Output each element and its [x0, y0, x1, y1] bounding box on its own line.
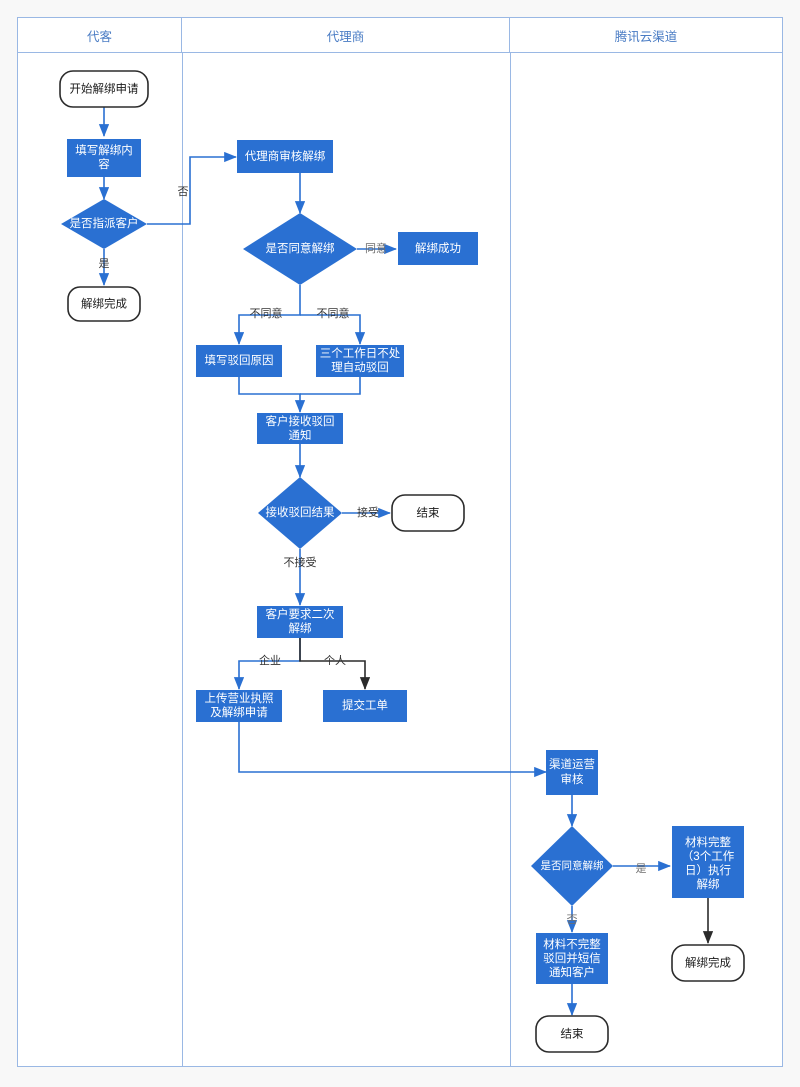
node-end-right[interactable]: 结束: [535, 1015, 609, 1053]
node-incomplete-reject[interactable]: 材料不完整 驳回并短信 通知客户: [536, 933, 608, 984]
node-fill-reject-reason[interactable]: 填写驳回原因: [196, 345, 282, 377]
edge-label-enterprise: 企业: [259, 653, 281, 667]
lane-header-daike: 代客: [18, 18, 182, 52]
edge-label-accept: 接受: [357, 506, 379, 519]
lane-divider-2: [510, 53, 511, 1066]
lane-header-row: 代客 代理商 腾讯云渠道: [18, 18, 782, 53]
lane-header-dailishang-label: 代理商: [326, 29, 365, 44]
auto-reject-shape: [316, 345, 404, 377]
upload-license-shape: [196, 690, 282, 722]
lane-divider-1: [182, 53, 183, 1066]
edge-upload-to-channel: [238, 722, 547, 778]
node-reject-result[interactable]: 接收驳回结果: [258, 477, 342, 549]
node-unbind-success[interactable]: 解绑成功: [398, 232, 478, 265]
edge-label-disagree-1: 不同意: [250, 306, 283, 320]
incomplete-reject-shape: [536, 933, 608, 984]
edge-label-not-accept: 不接受: [284, 556, 317, 569]
edge-second-to-ticket: [299, 638, 371, 690]
assign-customer-shape: [61, 199, 147, 249]
node-unbind-done-right[interactable]: 解绑完成: [671, 944, 745, 982]
node-unbind-done-left[interactable]: 解绑完成: [67, 286, 141, 322]
channel-review-shape: [546, 750, 598, 795]
agree-unbind-channel-shape: [531, 826, 613, 906]
node-channel-review[interactable]: 渠道运营 审核: [546, 750, 598, 795]
fill-reject-reason-shape: [196, 345, 282, 377]
edge-agree-no-to-autoreject: [300, 314, 366, 345]
agent-review-shape: [237, 140, 333, 173]
edge-label-assign-yes: 是: [99, 257, 110, 270]
node-fill-content[interactable]: 填写解绑内 容: [67, 139, 141, 177]
node-agree-unbind-channel[interactable]: 是否同意解绑: [531, 826, 613, 906]
edge-label-channel-no: 否: [567, 914, 578, 926]
node-assign-customer[interactable]: 是否指派客户: [61, 199, 147, 249]
start-shape: [59, 70, 149, 108]
second-request-shape: [257, 606, 343, 638]
unbind-done-right-shape: [671, 944, 745, 982]
node-start[interactable]: 开始解绑申请: [59, 70, 149, 108]
node-customer-notice[interactable]: 客户接收驳回 通知: [257, 413, 343, 444]
edge-label-channel-yes: 是: [636, 862, 647, 875]
lane-header-tencent-label: 腾讯云渠道: [614, 29, 678, 44]
edge-label-assign-no: 否: [178, 186, 189, 198]
lane-header-tencent: 腾讯云渠道: [510, 18, 782, 52]
fill-content-shape: [67, 139, 141, 177]
node-agent-review[interactable]: 代理商审核解绑: [237, 140, 333, 173]
node-submit-ticket[interactable]: 提交工单: [323, 690, 407, 722]
unbind-done-left-shape: [67, 286, 141, 322]
end-middle-shape: [391, 494, 465, 532]
node-end-middle[interactable]: 结束: [391, 494, 465, 532]
node-agree-unbind[interactable]: 是否同意解绑: [243, 213, 357, 285]
complete-execute-shape: [672, 826, 744, 898]
node-second-request[interactable]: 客户要求二次 解绑: [257, 606, 343, 638]
end-right-shape: [535, 1015, 609, 1053]
edge-label-disagree-2: 不同意: [317, 306, 350, 320]
edge-label-personal: 个人: [324, 654, 346, 667]
swimlane-frame: 代客 代理商 腾讯云渠道: [17, 17, 783, 1067]
edge-label-agree-yes: 同意: [365, 241, 387, 255]
edge-assign-no-to-agent: [147, 151, 237, 225]
node-upload-license[interactable]: 上传营业执照 及解绑申请: [196, 690, 282, 722]
customer-notice-shape: [257, 413, 343, 444]
unbind-success-shape: [398, 232, 478, 265]
node-complete-execute[interactable]: 材料完整 （3个工作 日）执行 解绑: [672, 826, 744, 898]
agree-unbind-shape: [243, 213, 357, 285]
submit-ticket-shape: [323, 690, 407, 722]
node-auto-reject[interactable]: 三个工作日不处 理自动驳回: [316, 345, 404, 377]
edge-agree-no-to-fillreject: [233, 285, 301, 345]
lane-header-daike-label: 代客: [86, 29, 112, 44]
edge-fillreject-to-notice: [238, 377, 306, 413]
lane-header-dailishang: 代理商: [182, 18, 510, 52]
reject-result-shape: [258, 477, 342, 549]
edge-autoreject-to-notice: [300, 377, 361, 395]
